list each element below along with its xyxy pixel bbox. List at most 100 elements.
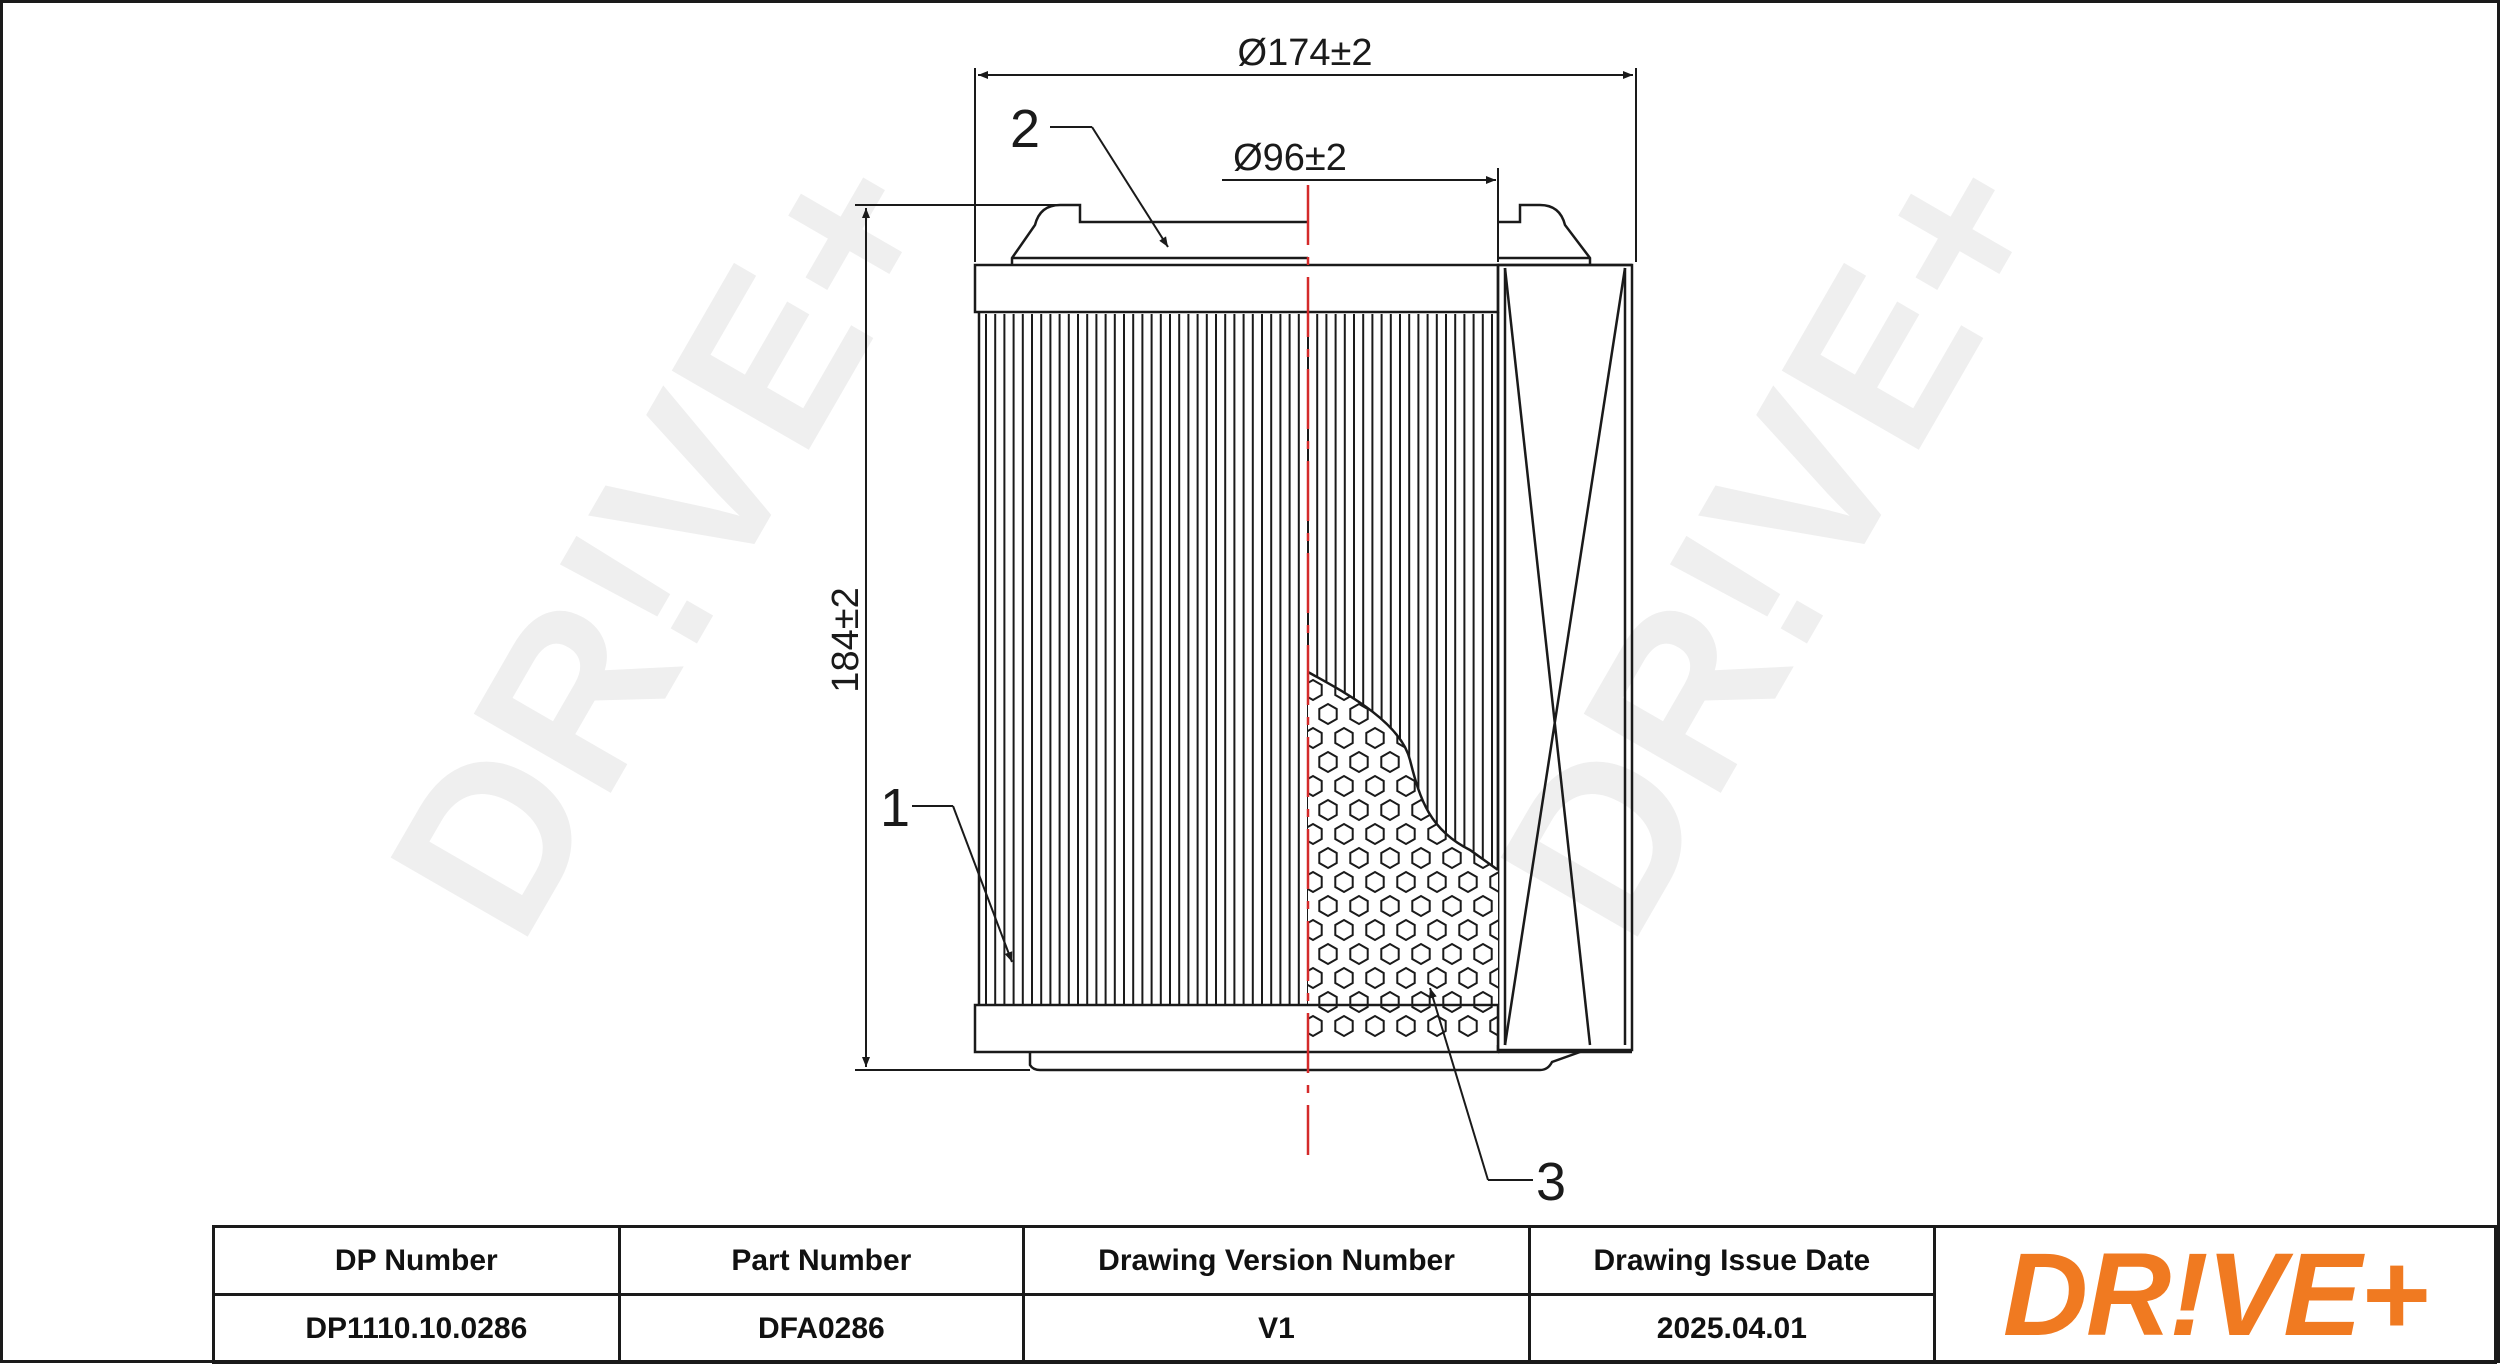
perforation-hole [1308, 966, 1323, 990]
perforation-hole [1349, 942, 1369, 966]
perforation-hole [1349, 798, 1369, 822]
perforation-hole [1396, 1014, 1416, 1038]
perforation-hole [1308, 678, 1323, 702]
perforation-hole [1334, 966, 1354, 990]
callout-1: 1 [880, 778, 910, 838]
perforation-hole [1380, 990, 1400, 1014]
header-dp-number: DP Number [212, 1225, 621, 1296]
perforation-hole [1380, 798, 1400, 822]
perforation-hole [1489, 918, 1498, 942]
perforation-hole [1334, 822, 1354, 846]
perforation-hole [1318, 798, 1338, 822]
perforation-hole [1334, 774, 1354, 798]
svg-text:DR!VE+: DR!VE+ [1450, 110, 2098, 975]
value-dp-number: DP1110.10.0286 [212, 1293, 621, 1364]
outer-diameter-label: Ø174±2 [1238, 32, 1373, 74]
perforation-hole [1473, 894, 1493, 918]
inner-diameter-label: Ø96±2 [1233, 137, 1347, 179]
logo-cell: DR!VE+ [1932, 1225, 2498, 1364]
perforation-hole [1427, 966, 1447, 990]
perforation-hole [1380, 846, 1400, 870]
perforation-hole [1489, 1014, 1498, 1038]
perforation-hole [1308, 726, 1323, 750]
height-label: 184±2 [825, 587, 867, 692]
perforation-hole [1458, 870, 1478, 894]
perforation-hole [1411, 894, 1431, 918]
perforation-hole [1489, 870, 1498, 894]
title-block-header-row: DP Number Part Number Drawing Version Nu… [212, 1225, 2498, 1364]
perforation-hole [1442, 942, 1462, 966]
callout-1-leader [912, 805, 1013, 963]
perforation-hole [1442, 846, 1462, 870]
perforation-hole [1380, 942, 1400, 966]
perforation-hole [1365, 774, 1385, 798]
perforation-hole [1380, 894, 1400, 918]
perforation-hole [1427, 1014, 1447, 1038]
perforation-hole [1308, 1014, 1323, 1038]
svg-text:DR!VE+: DR!VE+ [340, 110, 988, 975]
perforation-hole [1442, 894, 1462, 918]
perforation-hole [1308, 870, 1323, 894]
perforation-hole [1396, 966, 1416, 990]
perforation-hole [1411, 846, 1431, 870]
value-part-number: DFA0286 [617, 1293, 1026, 1364]
perforation-hole [1365, 822, 1385, 846]
perforation-hole [1473, 942, 1493, 966]
watermark-left: DR!VE+ [340, 110, 988, 975]
perforation-hole [1318, 702, 1338, 726]
perforation-hole [1411, 942, 1431, 966]
title-block: DP Number Part Number Drawing Version Nu… [212, 1225, 2498, 1364]
perforation-hole [1458, 966, 1478, 990]
perforation-hole [1396, 774, 1416, 798]
callout-3: 3 [1536, 1152, 1566, 1212]
header-drawing-version: Drawing Version Number [1022, 1225, 1532, 1296]
callout-3-leader [1429, 987, 1533, 1181]
perforation-hole [1396, 918, 1416, 942]
perforation-hole [1334, 918, 1354, 942]
header-issue-date: Drawing Issue Date [1528, 1225, 1936, 1296]
dimension-height [855, 204, 1075, 1071]
perforation-hole [1349, 990, 1369, 1014]
perforation-hole [1318, 846, 1338, 870]
perforation-hole [1349, 894, 1369, 918]
perforation-hole [1334, 1014, 1354, 1038]
callout-2-leader [1050, 126, 1169, 248]
dimension-outer-diameter [974, 68, 1637, 262]
perforation-hole [1365, 966, 1385, 990]
perforation-hole [1458, 918, 1478, 942]
title-block-value-row: DP1110.10.0286 DFA0286 V1 2025.04.01 [212, 1293, 2496, 1364]
perforation-hole [1365, 870, 1385, 894]
perforation-hole [1308, 774, 1323, 798]
watermark-right: DR!VE+ [1450, 110, 2098, 975]
perforation-hole [1334, 870, 1354, 894]
perforated-tube [1307, 670, 1499, 1045]
perforation-hole [1365, 726, 1385, 750]
perforation-hole [1349, 750, 1369, 774]
perforation-hole [1489, 966, 1498, 990]
perforation-hole [1458, 1014, 1478, 1038]
perforation-hole [1365, 918, 1385, 942]
perforation-hole [1349, 846, 1369, 870]
header-part-number: Part Number [617, 1225, 1026, 1296]
perforation-hole [1308, 822, 1323, 846]
perforation-hole [1427, 918, 1447, 942]
perforation-hole [1318, 894, 1338, 918]
value-drawing-version: V1 [1022, 1293, 1532, 1364]
perforation-hole [1349, 702, 1369, 726]
perforation-hole [1473, 990, 1493, 1014]
perforation-hole [1396, 870, 1416, 894]
value-issue-date: 2025.04.01 [1528, 1293, 1936, 1364]
perforation-hole [1308, 918, 1323, 942]
perforation-hole [1396, 822, 1416, 846]
perforation-hole [1442, 990, 1462, 1014]
perforation-hole [1365, 1014, 1385, 1038]
perforation-hole [1427, 870, 1447, 894]
perforation-hole [1318, 750, 1338, 774]
perforation-hole [1318, 942, 1338, 966]
brand-logo: DR!VE+ [2002, 1228, 2429, 1361]
perforation-hole [1334, 726, 1354, 750]
perforation-hole [1380, 750, 1400, 774]
perforation-hole [1318, 990, 1338, 1014]
bottom-cap [973, 1003, 1632, 1072]
